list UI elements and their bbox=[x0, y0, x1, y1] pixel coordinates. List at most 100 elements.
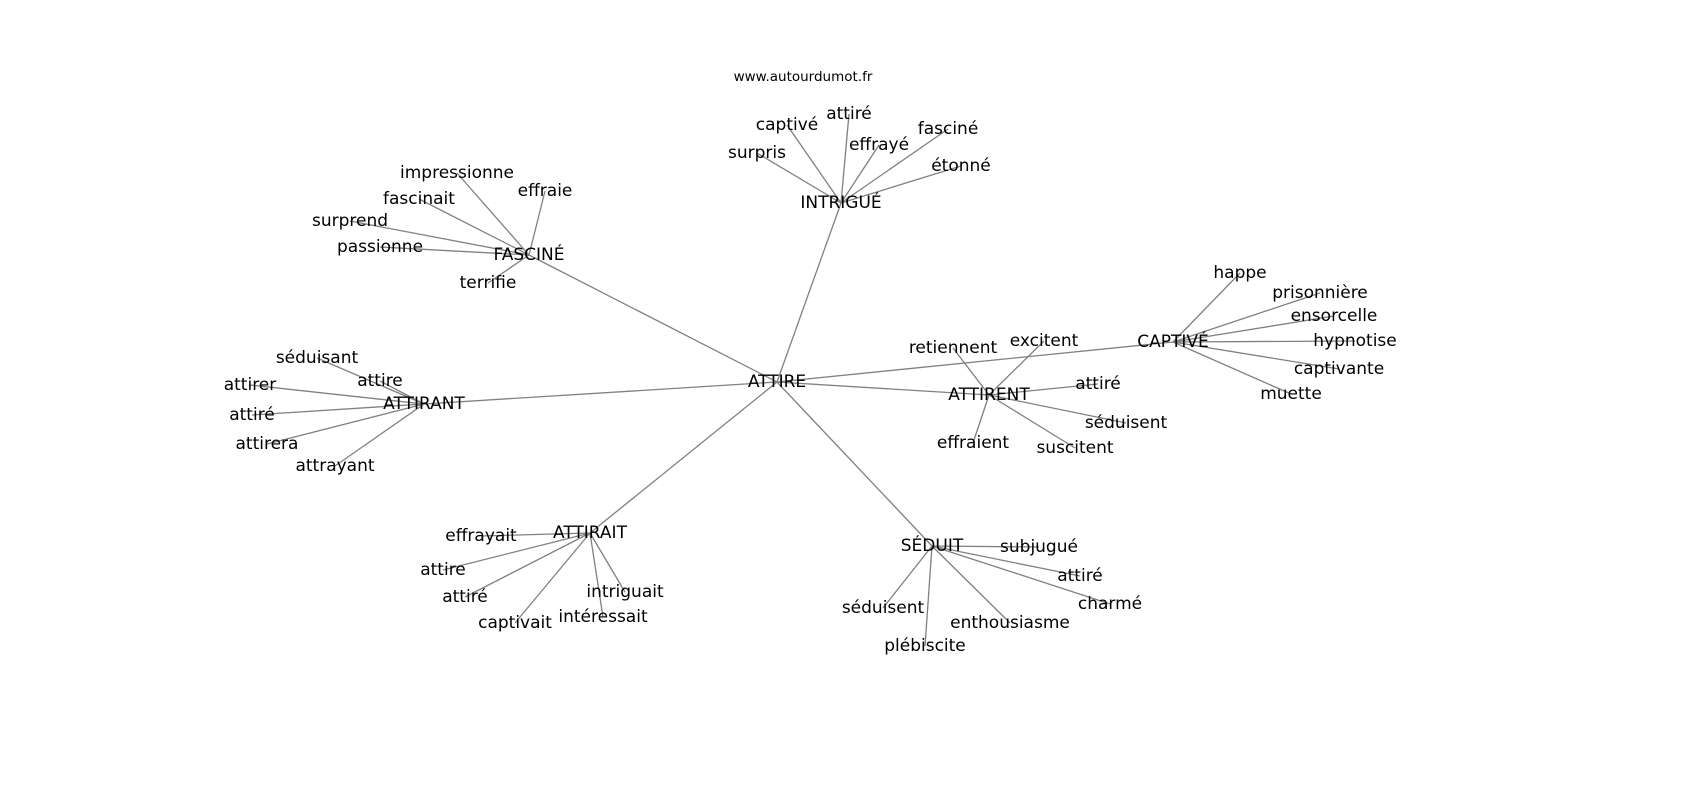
word-node-label[interactable]: fasciné bbox=[918, 119, 979, 139]
word-node-label[interactable]: attire bbox=[357, 371, 403, 391]
edge-cluster-to-word bbox=[379, 246, 530, 256]
edge-cluster-to-word bbox=[418, 198, 530, 256]
word-node-label[interactable]: enthousiasme bbox=[950, 613, 1070, 633]
edge-center-to-cluster bbox=[423, 381, 778, 405]
edge-cluster-to-word bbox=[316, 357, 425, 405]
edge-center-to-cluster bbox=[589, 381, 778, 534]
watermark: www.autourdumot.fr bbox=[734, 69, 873, 85]
cluster-node-label[interactable]: FASCINÉ bbox=[494, 243, 565, 265]
edge-cluster-to-word bbox=[952, 347, 990, 396]
edge-cluster-to-word bbox=[988, 383, 1099, 396]
word-node-label[interactable]: impressionne bbox=[400, 163, 514, 183]
word-node-label[interactable]: plébiscite bbox=[884, 636, 966, 656]
word-node-label[interactable]: happe bbox=[1213, 263, 1266, 283]
word-node-label[interactable]: attiré bbox=[826, 104, 872, 124]
edge-cluster-to-word bbox=[924, 545, 933, 647]
word-node-label[interactable]: suscitent bbox=[1036, 438, 1113, 458]
word-node-label[interactable]: attiré bbox=[442, 587, 488, 607]
edge-cluster-to-word bbox=[786, 124, 842, 204]
word-node-label[interactable]: surprend bbox=[312, 211, 388, 231]
word-node-label[interactable]: effraie bbox=[518, 181, 573, 201]
word-node-label[interactable]: captivante bbox=[1294, 359, 1384, 379]
edge-cluster-to-word bbox=[249, 384, 425, 405]
word-node-label[interactable]: intéressait bbox=[558, 607, 648, 627]
cluster-node-label[interactable]: SÉDUIT bbox=[901, 534, 964, 556]
edge-cluster-to-word bbox=[1172, 341, 1340, 370]
word-node-label[interactable]: retiennent bbox=[909, 338, 998, 358]
edge-cluster-to-word bbox=[464, 532, 591, 598]
word-node-label[interactable]: passionne bbox=[337, 237, 423, 257]
edge-center-to-cluster bbox=[528, 254, 778, 383]
word-node-label[interactable]: séduisent bbox=[1085, 413, 1168, 433]
word-node-label[interactable]: captivé bbox=[756, 115, 818, 135]
word-node-label[interactable]: attiré bbox=[1057, 566, 1103, 586]
edge-cluster-to-word bbox=[379, 380, 425, 405]
word-node-label[interactable]: attire bbox=[420, 560, 466, 580]
edge-cluster-to-word bbox=[931, 545, 1111, 605]
word-node-label[interactable]: attirera bbox=[236, 434, 299, 454]
cluster-node-label[interactable]: ATTIRANT bbox=[383, 394, 465, 414]
edge-cluster-to-word bbox=[840, 113, 850, 204]
edge-center-to-cluster bbox=[776, 341, 1174, 383]
edge-cluster-to-word bbox=[1172, 341, 1292, 395]
word-node-label[interactable]: effrayait bbox=[445, 526, 517, 546]
edge-cluster-to-word bbox=[1172, 315, 1335, 343]
word-node-label[interactable]: attiré bbox=[1075, 374, 1121, 394]
cluster-node-label[interactable]: ATTIRAIT bbox=[553, 523, 628, 543]
edge-cluster-to-word bbox=[487, 254, 530, 284]
cluster-node-label[interactable]: CAPTIVÉ bbox=[1137, 330, 1209, 352]
edge-cluster-to-word bbox=[334, 403, 425, 467]
word-node-label[interactable]: séduisant bbox=[276, 348, 359, 368]
edge-cluster-to-word bbox=[840, 144, 880, 204]
edge-cluster-to-word bbox=[251, 403, 425, 416]
edge-cluster-to-word bbox=[931, 545, 1011, 624]
word-node-label[interactable]: captivait bbox=[478, 613, 552, 633]
edge-cluster-to-word bbox=[988, 340, 1045, 396]
word-node-label[interactable]: muette bbox=[1260, 384, 1322, 404]
word-node-label[interactable]: attiré bbox=[229, 405, 275, 425]
edge-cluster-to-word bbox=[528, 190, 546, 256]
edge-cluster-to-word bbox=[349, 220, 530, 256]
cluster-node-label[interactable]: INTRIGUÉ bbox=[800, 191, 881, 213]
word-node-label[interactable]: ensorcelle bbox=[1291, 306, 1378, 326]
edge-cluster-to-word bbox=[266, 403, 425, 445]
edge-center-to-cluster bbox=[776, 381, 990, 396]
edge-center-to-cluster bbox=[776, 381, 933, 547]
word-node-label[interactable]: attrayant bbox=[295, 456, 374, 476]
edge-cluster-to-word bbox=[589, 532, 604, 618]
edges bbox=[249, 113, 1356, 647]
word-node-label[interactable]: terrifie bbox=[460, 273, 517, 293]
edge-center-to-cluster bbox=[776, 202, 842, 383]
word-node-label[interactable]: hypnotise bbox=[1313, 331, 1397, 351]
edge-cluster-to-word bbox=[931, 545, 1081, 577]
edge-cluster-to-word bbox=[456, 172, 530, 256]
word-node-label[interactable]: charmé bbox=[1078, 594, 1142, 614]
word-node-label[interactable]: subjugué bbox=[1000, 537, 1078, 557]
word-node-label[interactable]: séduisent bbox=[842, 598, 925, 618]
edge-cluster-to-word bbox=[1172, 272, 1241, 343]
word-node-label[interactable]: attirer bbox=[224, 375, 277, 395]
word-node-label[interactable]: surpris bbox=[728, 143, 786, 163]
word-node-label[interactable]: excitent bbox=[1010, 331, 1079, 351]
word-node-label[interactable]: fascinait bbox=[383, 189, 455, 209]
center-node-label[interactable]: ATTIRE bbox=[748, 372, 806, 392]
edge-cluster-to-word bbox=[1172, 292, 1321, 343]
word-node-label[interactable]: effrayé bbox=[849, 135, 909, 155]
edge-cluster-to-word bbox=[931, 545, 1040, 548]
word-node-label[interactable]: effraient bbox=[937, 433, 1010, 453]
cluster-node-label[interactable]: ATTIRENT bbox=[948, 385, 1030, 405]
edge-cluster-to-word bbox=[988, 394, 1076, 449]
edge-cluster-to-word bbox=[514, 532, 591, 624]
edge-cluster-to-word bbox=[840, 165, 962, 204]
edge-cluster-to-word bbox=[1172, 340, 1356, 343]
edge-cluster-to-word bbox=[988, 394, 1127, 424]
edge-cluster-to-word bbox=[972, 394, 990, 444]
edge-cluster-to-word bbox=[589, 532, 626, 593]
word-node-label[interactable]: intriguait bbox=[586, 582, 664, 602]
edge-cluster-to-word bbox=[480, 532, 591, 537]
edge-cluster-to-word bbox=[882, 545, 933, 609]
word-node-label[interactable]: prisonnière bbox=[1272, 283, 1368, 303]
word-node-label[interactable]: étonné bbox=[931, 156, 991, 176]
